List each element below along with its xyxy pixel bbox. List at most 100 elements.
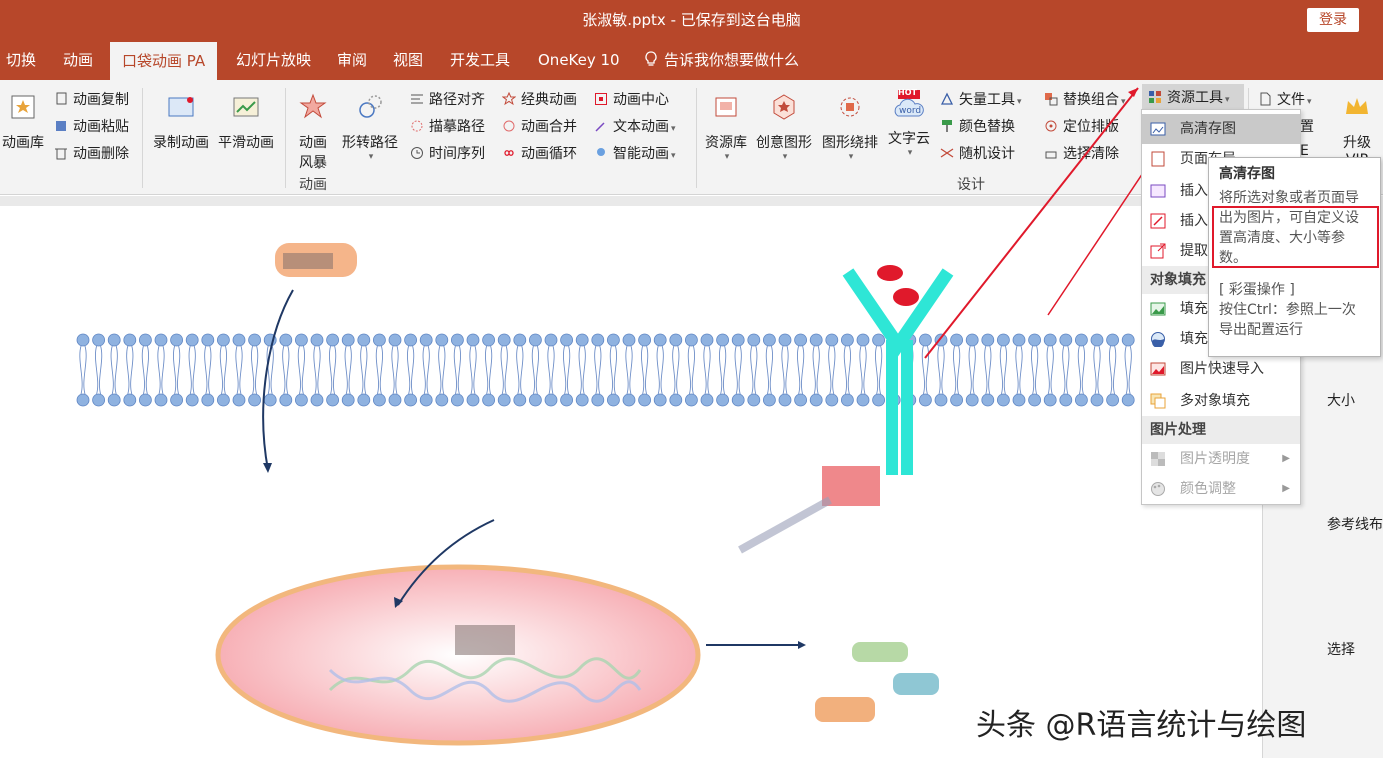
anim-loop-label: 动画循环 bbox=[521, 146, 577, 162]
file-label: 文件 bbox=[1277, 92, 1305, 108]
antibody-receptor[interactable] bbox=[842, 268, 954, 475]
shuffle-icon bbox=[940, 148, 954, 158]
overflow-item-2[interactable]: E bbox=[1300, 143, 1309, 159]
dna-strand[interactable] bbox=[328, 657, 642, 692]
anim-merge-button[interactable]: 动画合并 bbox=[502, 116, 577, 136]
anim-center-button[interactable]: 动画中心 bbox=[594, 89, 669, 109]
lipid-head bbox=[294, 333, 308, 347]
replace-combo-button[interactable]: 替换组合▾ bbox=[1044, 89, 1126, 109]
file-icon bbox=[1260, 92, 1271, 106]
lipid-tail bbox=[235, 345, 243, 395]
smooth-anim-button[interactable]: 平滑动画 bbox=[215, 92, 277, 152]
path-align-button[interactable]: 路径对齐 bbox=[410, 89, 485, 109]
lipid-head bbox=[1043, 333, 1057, 347]
output-blob-teal[interactable] bbox=[893, 673, 939, 695]
resource-tools-button[interactable]: 资源工具▾ bbox=[1142, 84, 1244, 110]
output-blob-orange[interactable] bbox=[815, 697, 875, 722]
lipid-head bbox=[950, 393, 963, 407]
lipid-head bbox=[872, 333, 885, 347]
anim-storm-button[interactable]: 动画 风暴 bbox=[292, 92, 334, 172]
antigen-red-2[interactable] bbox=[893, 288, 919, 306]
lipid-head bbox=[341, 393, 355, 407]
tab-review[interactable]: 审阅 bbox=[337, 51, 368, 69]
smart-anim-button[interactable]: 智能动画▾ bbox=[594, 143, 676, 163]
tell-me-search[interactable]: 告诉我你想要做什么 bbox=[644, 40, 799, 80]
random-design-button[interactable]: 随机设计 bbox=[940, 143, 1015, 163]
anim-copy-button[interactable]: 动画复制 bbox=[54, 89, 129, 109]
antigen-red-1[interactable] bbox=[877, 265, 903, 281]
anim-loop-button[interactable]: 动画循环 bbox=[502, 143, 577, 163]
paint-roller-icon bbox=[942, 120, 952, 132]
menu-item-fill-1[interactable]: 填充 bbox=[1142, 294, 1300, 324]
menu-item-extract[interactable]: 提取 bbox=[1142, 236, 1300, 266]
menu-item-color-adjust[interactable]: 颜色调整 ▶ bbox=[1142, 474, 1300, 504]
anim-lib-button[interactable]: 动画库 bbox=[0, 92, 46, 152]
lipid-head bbox=[778, 393, 792, 407]
cell-membrane[interactable] bbox=[76, 333, 1135, 407]
lipid-tail bbox=[921, 345, 929, 395]
lipid-head bbox=[419, 393, 433, 407]
tab-view[interactable]: 视图 bbox=[393, 51, 424, 69]
file-button[interactable]: 文件▾ bbox=[1258, 89, 1312, 109]
timeline-label: 时间序列 bbox=[429, 146, 485, 162]
lipid-head bbox=[466, 333, 480, 347]
group-label-animation: 动画 bbox=[299, 177, 327, 193]
shape-layout-icon bbox=[840, 97, 860, 117]
chevron-down-icon: ▾ bbox=[907, 148, 913, 158]
menu-item-multi-fill[interactable]: 多对象填充 bbox=[1142, 386, 1300, 416]
nucleus-protein-blob[interactable] bbox=[455, 625, 515, 655]
lipid-tail bbox=[734, 345, 742, 395]
menu-item-insert-2[interactable]: 插入 bbox=[1142, 206, 1300, 236]
upgrade-label-1: 升级 bbox=[1343, 135, 1371, 151]
tab-transitions[interactable]: 切换 bbox=[6, 51, 37, 69]
lipid-head bbox=[653, 333, 667, 347]
lipid-head bbox=[841, 393, 854, 407]
dna-strand-2[interactable] bbox=[328, 668, 642, 703]
tab-onekey[interactable]: OneKey 10 bbox=[538, 51, 620, 69]
menu-multi-fill-label: 多对象填充 bbox=[1180, 393, 1250, 409]
login-button[interactable]: 登录 bbox=[1307, 8, 1359, 32]
overflow-item-1[interactable]: 置 bbox=[1300, 119, 1314, 135]
classic-anim-button[interactable]: 经典动画 bbox=[502, 89, 577, 109]
word-cloud-button[interactable]: 文字云 ▾ bbox=[884, 88, 934, 158]
lipid-head bbox=[170, 333, 184, 347]
menu-item-transparency[interactable]: 图片透明度 ▶ bbox=[1142, 444, 1300, 474]
select-clear-button[interactable]: 选择清除 bbox=[1044, 143, 1119, 163]
lipid-head bbox=[357, 333, 371, 347]
lipid-head bbox=[763, 333, 776, 347]
anim-delete-button[interactable]: 动画删除 bbox=[54, 143, 129, 163]
lipid-head bbox=[107, 393, 121, 407]
menu-item-fill-2[interactable]: 填充 bbox=[1142, 324, 1300, 354]
wand-icon bbox=[595, 122, 605, 132]
center-icon bbox=[595, 93, 607, 105]
text-anim-button[interactable]: 文本动画▾ bbox=[594, 116, 676, 136]
trace-path-button[interactable]: 描摹路径 bbox=[410, 116, 485, 136]
output-blob-green[interactable] bbox=[852, 642, 908, 662]
timeline-button[interactable]: 时间序列 bbox=[410, 143, 485, 163]
chevron-down-icon: ▾ bbox=[1307, 97, 1312, 107]
menu-item-hd-save[interactable]: 高清存图 bbox=[1142, 114, 1300, 144]
record-anim-button[interactable]: 录制动画 bbox=[150, 92, 212, 152]
lipid-head bbox=[685, 333, 698, 347]
tab-developer[interactable]: 开发工具 bbox=[450, 51, 511, 69]
image-export-icon bbox=[1150, 122, 1166, 136]
anim-paste-button[interactable]: 动画粘贴 bbox=[54, 116, 129, 136]
lipid-head bbox=[841, 333, 854, 347]
color-replace-button[interactable]: 颜色替换 bbox=[940, 116, 1015, 136]
creative-shape-button[interactable]: 创意图形 ▾ bbox=[752, 92, 816, 162]
lipid-tail bbox=[204, 345, 212, 395]
tab-slideshow[interactable]: 幻灯片放映 bbox=[236, 51, 312, 69]
shape-path-button[interactable]: 形转路径 ▾ bbox=[338, 92, 402, 162]
menu-item-quick-import[interactable]: 图片快速导入 bbox=[1142, 354, 1300, 384]
tab-pocket-animation[interactable]: 口袋动画 PA bbox=[110, 42, 218, 80]
clock-icon bbox=[411, 147, 423, 159]
shape-layout-button[interactable]: 图形绕排 ▾ bbox=[818, 92, 882, 162]
menu-item-insert-1[interactable]: 插入 bbox=[1142, 176, 1300, 206]
vector-tools-button[interactable]: 矢量工具▾ bbox=[940, 89, 1022, 109]
star-outline-icon bbox=[502, 92, 516, 106]
pixel-blob-red[interactable] bbox=[822, 466, 880, 506]
lipid-head bbox=[965, 393, 979, 407]
resource-lib-button[interactable]: 资源库 ▾ bbox=[702, 92, 750, 162]
lipid-head bbox=[170, 393, 184, 407]
tab-animations[interactable]: 动画 bbox=[63, 51, 94, 69]
